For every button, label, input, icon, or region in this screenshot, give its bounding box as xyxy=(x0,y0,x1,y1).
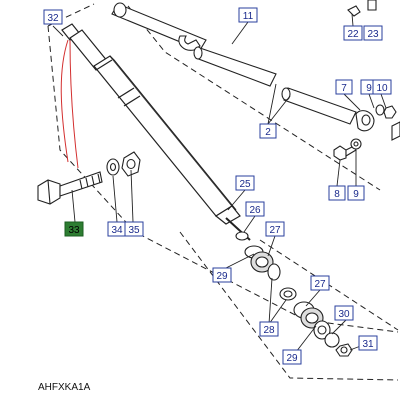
svg-text:25: 25 xyxy=(239,179,251,190)
callout-29-upper[interactable]: 29 xyxy=(212,267,232,283)
callout-34[interactable]: 34 xyxy=(107,221,127,237)
callout-27-upper[interactable]: 27 xyxy=(265,221,285,237)
callout-23[interactable]: 23 xyxy=(363,25,383,41)
callout-32[interactable]: 32 xyxy=(43,9,63,25)
upper-link-parts xyxy=(111,0,400,161)
callout-26[interactable]: 26 xyxy=(245,201,265,217)
callout-22[interactable]: 22 xyxy=(343,25,363,41)
callout-33-highlighted[interactable]: 33 xyxy=(64,221,84,237)
svg-text:23: 23 xyxy=(367,29,379,40)
svg-text:26: 26 xyxy=(249,205,261,216)
diagram-caption: AHFXKA1A xyxy=(38,382,91,393)
bolt-assembly xyxy=(37,151,141,205)
svg-text:8: 8 xyxy=(334,189,340,200)
svg-text:7: 7 xyxy=(341,83,347,94)
svg-text:28: 28 xyxy=(263,325,275,336)
svg-text:9: 9 xyxy=(353,189,359,200)
svg-text:34: 34 xyxy=(111,225,123,236)
svg-text:2: 2 xyxy=(265,127,271,138)
callout-27-lower[interactable]: 27 xyxy=(310,275,330,291)
svg-text:33: 33 xyxy=(68,225,80,236)
svg-text:27: 27 xyxy=(314,279,326,290)
callout-7[interactable]: 7 xyxy=(335,79,353,95)
lower-hardware xyxy=(235,231,353,357)
callout-9-lower[interactable]: 9 xyxy=(347,185,365,201)
svg-text:27: 27 xyxy=(269,225,281,236)
svg-text:29: 29 xyxy=(286,353,298,364)
callout-31[interactable]: 31 xyxy=(358,335,378,351)
svg-text:30: 30 xyxy=(338,309,350,320)
callout-25[interactable]: 25 xyxy=(235,175,255,191)
svg-text:32: 32 xyxy=(47,13,59,24)
callout-28[interactable]: 28 xyxy=(259,321,279,337)
red-leader-lines xyxy=(60,39,79,169)
callout-29-lower[interactable]: 29 xyxy=(282,349,302,365)
svg-text:9: 9 xyxy=(366,83,372,94)
svg-text:22: 22 xyxy=(347,29,359,40)
svg-text:29: 29 xyxy=(216,271,228,282)
svg-text:35: 35 xyxy=(128,225,140,236)
callout-8[interactable]: 8 xyxy=(328,185,346,201)
callout-30[interactable]: 30 xyxy=(334,305,354,321)
callout-10[interactable]: 10 xyxy=(372,79,392,95)
svg-text:31: 31 xyxy=(362,339,374,350)
svg-text:11: 11 xyxy=(243,11,254,22)
leader-lines xyxy=(52,13,387,353)
callout-2[interactable]: 2 xyxy=(259,123,277,139)
svg-text:10: 10 xyxy=(376,83,388,94)
washer-27 xyxy=(267,263,281,281)
callout-11[interactable]: 11 xyxy=(238,7,258,23)
shock-absorber xyxy=(61,23,251,241)
washer-26 xyxy=(235,231,249,241)
callout-35[interactable]: 35 xyxy=(124,221,144,237)
